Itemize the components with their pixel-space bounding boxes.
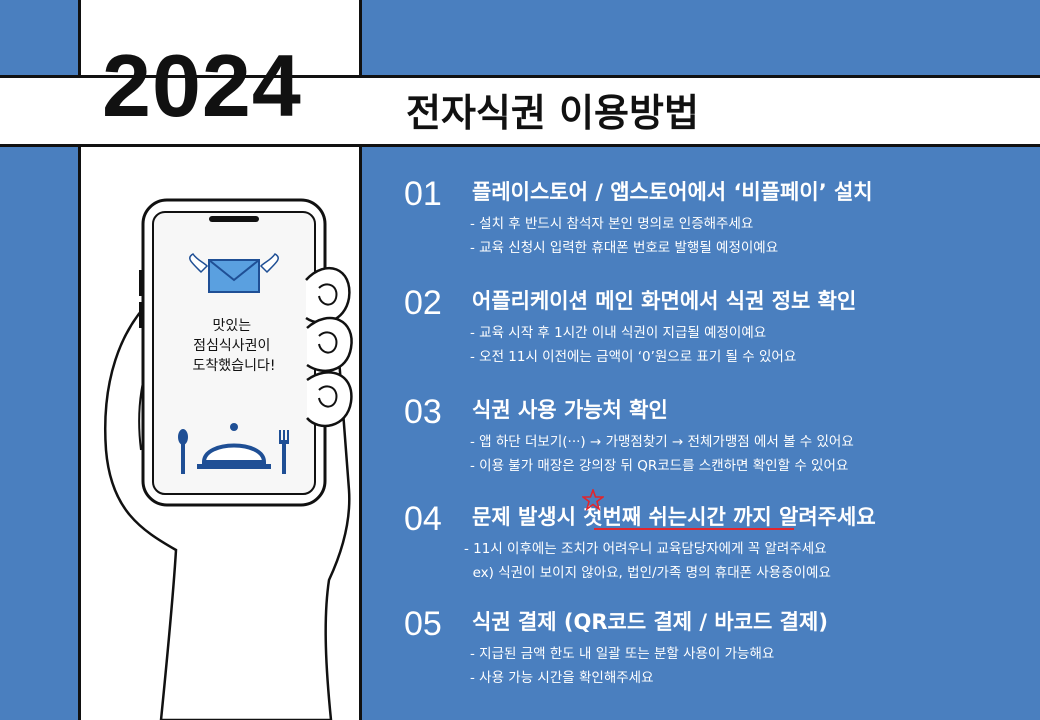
fingernails	[318, 283, 338, 408]
step-detail: - 오전 11시 이전에는 금액이 ‘0’원으로 표기 될 수 있어요	[470, 349, 797, 365]
step-detail: ex) 식권이 보이지 않아요, 법인/가족 명의 휴대폰 사용중이예요	[464, 565, 831, 581]
step-title: 어플리케이션 메인 화면에서 식권 정보 확인	[472, 289, 857, 313]
speaker-slot	[209, 216, 259, 222]
step-number: 02	[404, 284, 442, 322]
step-detail: - 지급된 금액 한도 내 일괄 또는 분할 사용이 가능해요	[470, 646, 775, 662]
notice-text: 맛있는 점심식사권이 도착했습니다!	[193, 318, 276, 374]
step-detail: - 교육 시작 후 1시간 이내 식권이 지급될 예정이예요	[470, 325, 767, 341]
page-title: 전자식권 이용방법	[406, 91, 699, 135]
step-number: 01	[404, 175, 442, 213]
step-detail: - 사용 가능 시간을 확인해주세요	[470, 670, 654, 686]
step-detail: - 설치 후 반드시 참석자 본인 명의로 인증해주세요	[470, 216, 754, 232]
step-number: 05	[404, 605, 442, 643]
winged-envelope-icon	[189, 253, 279, 293]
step-detail: - 11시 이후에는 조치가 어려우니 교육담당자에게 꼭 알려주세요	[464, 541, 827, 557]
step-detail: - 교육 신청시 입력한 휴대폰 번호로 발행될 예정이예요	[470, 240, 779, 256]
star-mark-icon	[582, 489, 604, 511]
step-title: 식권 사용 가능처 확인	[472, 398, 668, 422]
title-band	[0, 75, 1040, 147]
highlight-underline	[594, 528, 794, 530]
cloche-icon	[197, 423, 271, 469]
step-title: 문제 발생시 첫번째 쉬는시간 까지 알려주세요	[472, 505, 876, 529]
year-heading: 2024	[102, 36, 302, 135]
spoon-icon	[178, 429, 188, 474]
fork-icon	[279, 430, 289, 474]
step-number: 04	[404, 500, 442, 538]
step-title: 플레이스토어 / 앱스토어에서 ‘비플페이’ 설치	[472, 180, 873, 204]
step-number: 03	[404, 393, 442, 431]
step-title: 식권 결제 (QR코드 결제 / 바코드 결제)	[472, 610, 828, 634]
step-detail: - 앱 하단 더보기(···) → 가맹점찾기 → 전체가맹점 에서 볼 수 있…	[470, 434, 854, 450]
fingers	[305, 266, 353, 428]
phone-hand-illustration: 맛있는 점심식사권이 도착했습니다!	[104, 198, 353, 720]
step-detail: - 이용 불가 매장은 강의장 뒤 QR코드를 스캔하면 확인할 수 있어요	[470, 458, 849, 474]
